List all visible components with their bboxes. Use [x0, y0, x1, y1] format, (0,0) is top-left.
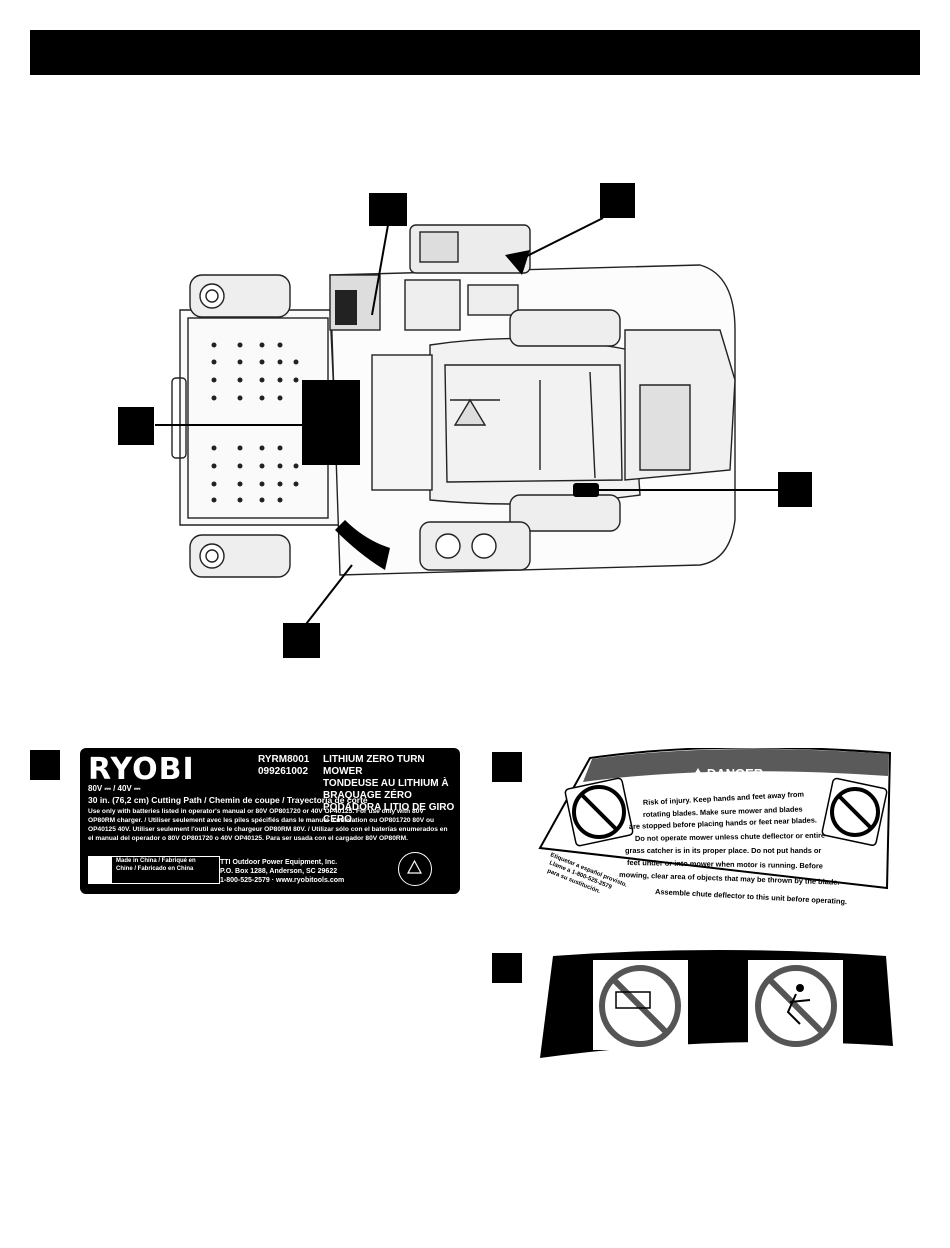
header-bar: [30, 30, 920, 75]
ryobi-rating-label: RYOBI RYRM8001 099261002 LITHIUM ZERO TU…: [80, 748, 460, 894]
label-key-ryobi: [30, 750, 60, 780]
company-contact: 1-800-525-2579 · www.ryobitools.com: [220, 877, 345, 884]
mower-top-view-diagram: [118, 183, 812, 658]
warning-triangle-icon: [692, 768, 704, 778]
certification-mark-icon: [398, 852, 432, 886]
callout-box-top-left: [369, 193, 407, 226]
danger-label: DANGER Risk of injury. Keep hands and fe…: [538, 748, 892, 906]
model-block: RYRM8001 099261002: [258, 754, 309, 778]
usage-text: Use only with batteries listed in operat…: [88, 808, 448, 842]
made-in-line-2: Chine / Fabricado en China: [116, 866, 194, 872]
part-number: 099261002: [258, 766, 309, 777]
label-area-ryobi: [302, 380, 360, 465]
danger-header-band: [583, 749, 889, 782]
prohibited-hand-pictogram: [564, 777, 634, 847]
serial-area: [88, 856, 112, 884]
danger-bottom-text: Assemble chute deflector to this unit be…: [655, 887, 847, 906]
title-fr: TONDEUSE AU LITHIUM À BRAQUAGE ZÉRO: [323, 778, 449, 801]
leader-lines: [155, 217, 778, 629]
label-key-danger: [492, 752, 522, 782]
model-number: RYRM8001: [258, 754, 310, 765]
company-address: P.O. Box 1288, Anderson, SC 29622: [220, 868, 338, 875]
company-info: TTI Outdoor Power Equipment, Inc. P.O. B…: [220, 858, 344, 885]
voltage: 80V ⎓ / 40V ⎓: [88, 784, 141, 793]
prohibited-thrown-object-pictogram: [821, 777, 888, 846]
deck-hole-pattern: [211, 342, 299, 503]
title-block: LITHIUM ZERO TURN MOWER TONDEUSE AU LITH…: [323, 754, 460, 826]
prohibited-hand-pictogram-2: [593, 960, 688, 1050]
callout-box-right: [778, 472, 812, 507]
company-name: TTI Outdoor Power Equipment, Inc.: [220, 859, 338, 866]
callout-box-left: [118, 407, 154, 445]
label-area-danger: [335, 520, 390, 570]
title-es: PODADORA LITIO DE GIRO CERO: [323, 802, 455, 825]
ryobi-logo: RYOBI: [88, 752, 195, 787]
pictogram-label: [540, 950, 893, 1058]
callout-box-top-right: [600, 183, 635, 218]
prohibited-thrown-object-pictogram-2: [748, 960, 843, 1050]
made-in-line-1: Made in China / Fabriqué en: [116, 858, 196, 864]
danger-line-6: feet under or into mower when motor is r…: [627, 858, 823, 870]
callout-box-bottom: [283, 623, 320, 658]
danger-line-4: Do not operate mower unless chute deflec…: [635, 831, 825, 843]
label-area-small: [573, 483, 599, 497]
danger-line-5: grass catcher is in its proper place. Do…: [625, 846, 821, 855]
cutting-path: 30 in. (76,2 cm) Cutting Path / Chemin d…: [88, 795, 368, 805]
danger-header: DANGER: [707, 766, 764, 781]
label-key-pictogram: [492, 953, 522, 983]
title-en: LITHIUM ZERO TURN MOWER: [323, 754, 425, 777]
made-in-text: Made in China / Fabriqué en Chine / Fabr…: [116, 857, 196, 873]
